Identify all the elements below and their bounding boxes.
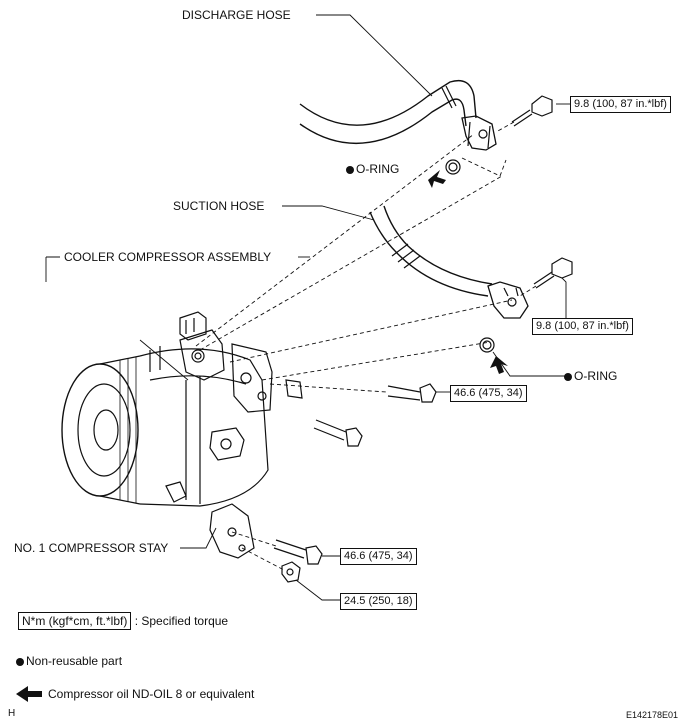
suction-bolt-drawing <box>533 257 573 289</box>
cooler-compressor-label: COOLER COMPRESSOR ASSEMBLY <box>64 250 272 264</box>
compressor-stay-label: NO. 1 COMPRESSOR STAY <box>14 541 169 555</box>
compressor-stay-drawing <box>209 503 255 559</box>
discharge-hose-drawing <box>299 79 497 151</box>
torque-stay-bolt: 46.6 (475, 34) <box>340 548 417 565</box>
non-reusable-dot-icon <box>346 165 354 174</box>
oil-arrow-upper-icon <box>428 170 446 188</box>
discharge-bolt-drawing <box>511 95 553 127</box>
legend-dot-icon <box>16 657 24 666</box>
torque-stay-nut: 24.5 (250, 18) <box>340 593 417 610</box>
o-ring-upper-drawing <box>445 159 461 175</box>
o-ring-lower-drawing <box>479 337 495 353</box>
stay-bolt-drawing <box>273 539 323 565</box>
torque-compressor-bolt: 46.6 (475, 34) <box>450 385 527 402</box>
stay-nut-drawing <box>281 561 301 583</box>
suction-hose-drawing <box>369 205 529 319</box>
compressor-bolt-drawing <box>387 383 437 403</box>
torque-discharge-bolt: 9.8 (100, 87 in.*lbf) <box>570 96 671 113</box>
suction-hose-label: SUCTION HOSE <box>173 199 265 213</box>
oil-arrow-lower-icon <box>490 356 508 374</box>
figure-code: E142178E01 <box>626 710 679 720</box>
non-reusable-dot-icon <box>564 372 572 381</box>
discharge-hose-label: DISCHARGE HOSE <box>182 8 291 22</box>
legend-torque-box: N*m (kgf*cm, ft.*lbf) <box>18 612 132 630</box>
o-ring-lower-label: O-RING <box>564 369 617 383</box>
legend-oil: Compressor oil ND-OIL 8 or equivalent <box>48 687 255 701</box>
o-ring-upper-label: O-RING <box>346 162 399 176</box>
legend-oil-arrow-icon <box>16 686 42 702</box>
corner-left-mark: H <box>8 708 16 719</box>
torque-suction-bolt: 9.8 (100, 87 in.*lbf) <box>532 318 633 335</box>
legend-torque-text: : Specified torque <box>134 614 229 628</box>
legend-torque: N*m (kgf*cm, ft.*lbf) : Specified torque <box>18 612 229 630</box>
compressor-drawing <box>61 311 303 507</box>
loose-bolt-drawing <box>313 419 363 447</box>
legend-non-reusable: Non-reusable part <box>16 653 122 669</box>
